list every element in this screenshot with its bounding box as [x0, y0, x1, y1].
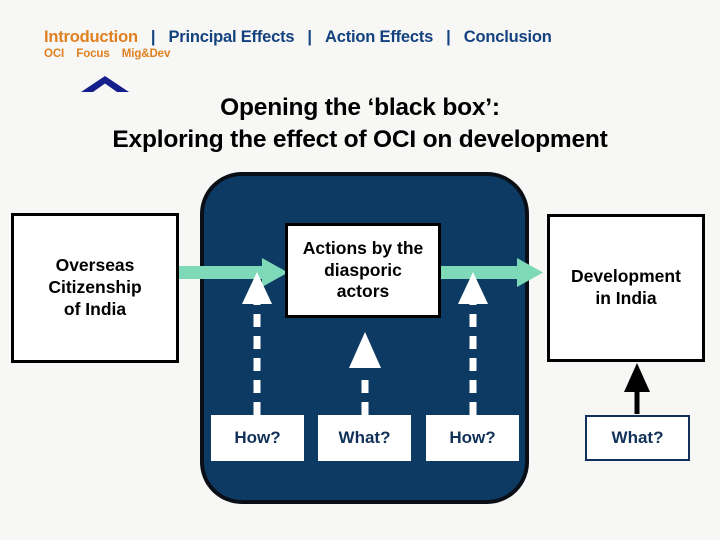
- box-development-line-2: in India: [595, 288, 657, 308]
- page-title: Opening the ‘black box’: Exploring the e…: [30, 92, 690, 157]
- nav-subitems-row: OCI Focus Mig&Dev: [44, 48, 684, 60]
- page-title-line-2: Exploring the effect of OCI on developme…: [112, 126, 608, 154]
- nav-items-row: Introduction | Principal Effects | Actio…: [44, 28, 684, 47]
- nav-item-principal-effects[interactable]: Principal Effects: [168, 28, 295, 46]
- box-oci-line-1: Overseas: [55, 255, 135, 276]
- box-actions-line-1: Actions by the: [302, 237, 424, 258]
- slide-navigation: Introduction | Principal Effects | Actio…: [44, 28, 684, 80]
- nav-subitem-migdev[interactable]: Mig&Dev: [121, 48, 171, 60]
- box-oci-line-3: of India: [63, 298, 127, 319]
- nav-separator-2: |: [307, 28, 312, 46]
- box-oci-line-2: Citizenship: [48, 277, 142, 298]
- box-actions-line-3: actors: [336, 281, 390, 302]
- question-box-what-2[interactable]: What?: [585, 415, 690, 461]
- nav-item-introduction[interactable]: Introduction: [44, 28, 138, 46]
- box-development-line-1: Development: [571, 266, 681, 287]
- page-title-line-1: Opening the ‘black box’:: [220, 94, 500, 121]
- nav-subitem-focus[interactable]: Focus: [76, 48, 110, 60]
- question-box-how-1[interactable]: How?: [211, 415, 304, 461]
- box-actions-diasporic-actors[interactable]: Actions by the diasporic actors: [285, 223, 441, 318]
- solid-arrow-what-2: [624, 363, 650, 414]
- box-overseas-citizenship[interactable]: Overseas Citizenship of India: [11, 213, 179, 363]
- question-box-how-2[interactable]: How?: [426, 415, 519, 461]
- nav-subitem-oci[interactable]: OCI: [44, 48, 65, 60]
- nav-item-action-effects[interactable]: Action Effects: [325, 28, 434, 46]
- triangle-up-outline-icon: [81, 76, 129, 92]
- box-development-in-india[interactable]: Development in India: [547, 214, 705, 362]
- nav-item-conclusion[interactable]: Conclusion: [463, 28, 552, 46]
- nav-separator-3: |: [446, 28, 451, 46]
- box-actions-line-2: diasporic: [324, 259, 402, 280]
- nav-separator-1: |: [150, 28, 156, 46]
- question-box-what-1[interactable]: What?: [318, 415, 411, 461]
